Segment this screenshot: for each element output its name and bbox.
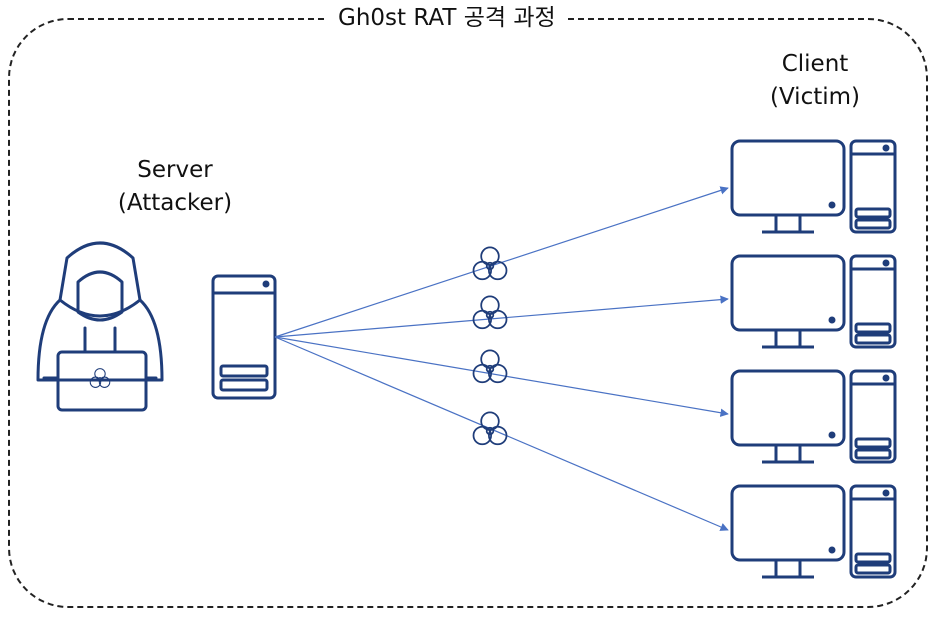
- client-label: Client (Victim): [740, 48, 890, 114]
- arrow-to-victim-2: [274, 295, 729, 338]
- biohazard-icon: [472, 295, 508, 330]
- arrow-to-victim-4: [274, 336, 729, 531]
- server-label: Server (Attacker): [100, 154, 250, 220]
- desktop-computer-icon: [730, 369, 897, 464]
- attack-arrows: [274, 186, 729, 531]
- server-tower-icon: [211, 274, 277, 400]
- biohazard-icon: [472, 411, 508, 446]
- client-label-line1: Client: [781, 51, 849, 77]
- desktop-computer-icon: [730, 484, 897, 579]
- server-label-line1: Server: [137, 157, 213, 183]
- biohazard-icon: [472, 349, 508, 384]
- server-label-line2: (Attacker): [117, 190, 233, 216]
- biohazard-icon: [472, 246, 508, 281]
- diagram-title: Gh0st RAT 공격 과정: [328, 2, 566, 34]
- arrow-to-victim-3: [274, 336, 729, 417]
- desktop-computer-icon: [730, 254, 897, 349]
- desktop-computer-icon: [730, 139, 897, 234]
- client-label-line2: (Victim): [769, 84, 861, 110]
- hacker-icon: [36, 241, 164, 412]
